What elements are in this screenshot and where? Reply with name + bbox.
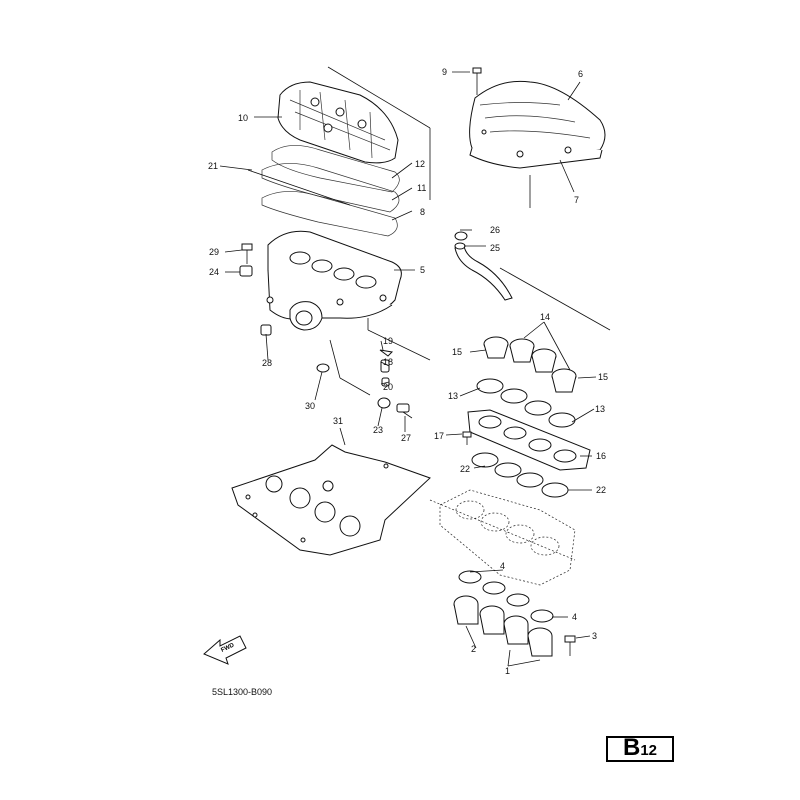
seal-12-part bbox=[271, 145, 400, 193]
leader-lines bbox=[219, 71, 597, 667]
callout-21: 21 bbox=[208, 161, 218, 171]
callout-2: 2 bbox=[471, 644, 476, 654]
throttle-body-outline bbox=[429, 489, 576, 586]
joint-plate-16-part bbox=[467, 409, 591, 471]
clip-28-part bbox=[260, 324, 272, 336]
callout-16: 16 bbox=[596, 451, 606, 461]
fwd-arrow-icon: FWD bbox=[203, 635, 247, 665]
callout-12: 12 bbox=[415, 159, 425, 169]
screw-3-part bbox=[564, 635, 576, 656]
callout-13b: 13 bbox=[595, 404, 605, 414]
callout-4b: 4 bbox=[572, 612, 577, 622]
alignment-lines bbox=[327, 66, 611, 396]
page-badge: B 12 bbox=[606, 736, 674, 762]
seal-11-part bbox=[261, 163, 400, 213]
callout-26: 26 bbox=[490, 225, 500, 235]
callout-6: 6 bbox=[578, 69, 583, 79]
air-filter-cover-part bbox=[469, 80, 606, 169]
callout-labels: 9 6 7 10 21 12 11 8 5 29 24 26 25 28 30 … bbox=[208, 67, 608, 676]
page-badge-number: 12 bbox=[640, 742, 658, 759]
intake-joints-2-part bbox=[453, 595, 553, 657]
callout-7: 7 bbox=[574, 195, 579, 205]
callout-18: 18 bbox=[383, 357, 393, 367]
bolt-29-part bbox=[241, 243, 253, 264]
velocity-funnels-part bbox=[483, 336, 577, 393]
callout-8: 8 bbox=[420, 207, 425, 217]
callout-23: 23 bbox=[373, 425, 383, 435]
fwd-label: FWD bbox=[220, 642, 236, 653]
callout-27: 27 bbox=[401, 433, 411, 443]
callout-29: 29 bbox=[209, 247, 219, 257]
callout-11: 11 bbox=[417, 183, 426, 193]
callout-15a: 15 bbox=[452, 347, 462, 357]
callout-14: 14 bbox=[540, 312, 550, 322]
rings-13-part bbox=[476, 378, 576, 428]
callout-22b: 22 bbox=[596, 485, 606, 495]
callout-31: 31 bbox=[333, 416, 343, 426]
callout-20: 20 bbox=[383, 382, 393, 392]
cover-screw-part bbox=[472, 67, 482, 95]
callout-28: 28 bbox=[262, 358, 272, 368]
hose-clamp-part bbox=[454, 231, 468, 241]
grommet-24-part bbox=[239, 265, 253, 277]
callout-30: 30 bbox=[305, 401, 315, 411]
callout-17: 17 bbox=[434, 431, 444, 441]
callout-13a: 13 bbox=[448, 391, 458, 401]
plate-31-part bbox=[231, 444, 431, 556]
callout-15b: 15 bbox=[598, 372, 608, 382]
intake-joints-4-part bbox=[458, 570, 554, 623]
callout-19: 19 bbox=[383, 336, 393, 346]
bolt-17-part bbox=[462, 431, 472, 445]
air-box-case-part bbox=[266, 230, 402, 331]
grommet-23-part bbox=[377, 397, 391, 409]
clamps-22-part bbox=[471, 452, 569, 498]
air-filter-element-part bbox=[277, 81, 399, 164]
page-badge-letter: B bbox=[622, 734, 641, 761]
screw-27-part bbox=[396, 403, 413, 419]
callout-5: 5 bbox=[420, 265, 425, 275]
callout-25: 25 bbox=[490, 243, 500, 253]
clamp-30-part bbox=[316, 363, 330, 373]
callout-3: 3 bbox=[592, 631, 597, 641]
callout-4a: 4 bbox=[500, 561, 505, 571]
callout-10: 10 bbox=[238, 113, 248, 123]
callout-24: 24 bbox=[209, 267, 219, 277]
callout-1: 1 bbox=[505, 666, 510, 676]
callout-9: 9 bbox=[442, 67, 447, 77]
seal-8-part bbox=[261, 191, 398, 237]
diagram-code: 5SL1300-B090 bbox=[212, 687, 273, 697]
rod-21-part bbox=[247, 169, 351, 206]
clip-19-part bbox=[379, 349, 394, 357]
callout-22a: 22 bbox=[460, 464, 470, 474]
breather-hose-part bbox=[454, 242, 513, 301]
